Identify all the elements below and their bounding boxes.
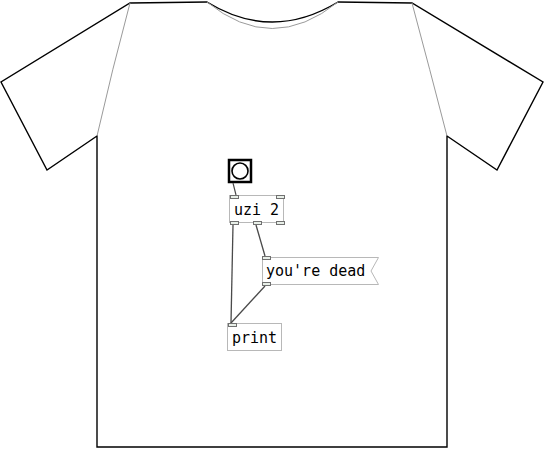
- bang-wire: [233, 183, 236, 195]
- object-box: print: [227, 323, 282, 351]
- outlet-port: [230, 221, 239, 225]
- bang-circle: [232, 163, 248, 179]
- inlet-port: [230, 195, 239, 199]
- message-outline: [263, 258, 379, 285]
- patch-cord: [256, 225, 265, 256]
- inlet-port: [276, 195, 285, 199]
- sleeve-seam: [97, 3, 130, 136]
- inlet-port: [262, 256, 271, 260]
- message-box: you're dead: [262, 257, 379, 285]
- box-label: you're dead: [266, 262, 365, 280]
- box-label: print: [232, 329, 277, 347]
- patch-cord: [231, 286, 265, 323]
- outlet-port: [253, 221, 262, 225]
- outlet-port: [262, 282, 271, 286]
- neck-seam: [207, 2, 338, 29]
- object-box: uzi 2: [229, 195, 284, 223]
- inlet-port: [228, 323, 237, 327]
- bang-object: [229, 160, 251, 182]
- box-label: uzi 2: [234, 201, 279, 219]
- sleeve-seam: [412, 3, 447, 136]
- patch-cord: [231, 225, 233, 323]
- outlet-port: [276, 221, 285, 225]
